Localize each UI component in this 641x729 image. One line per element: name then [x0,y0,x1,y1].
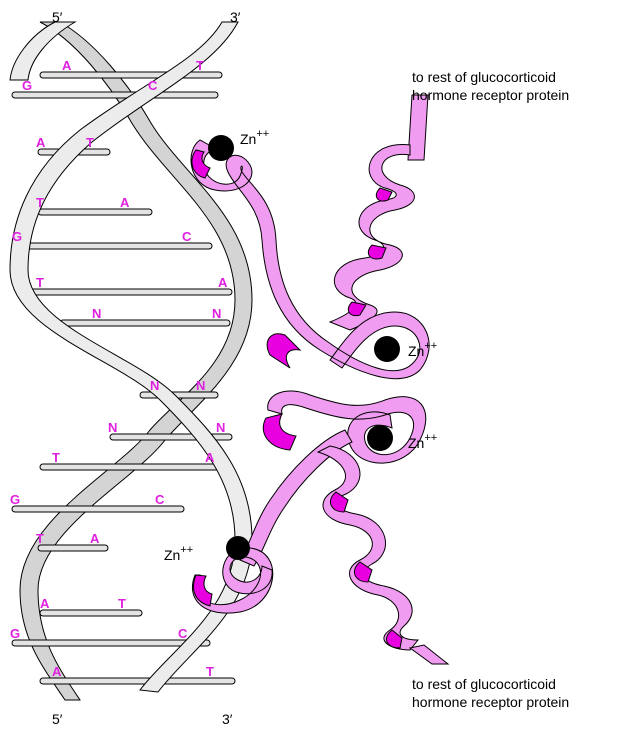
base-letter-right: A [218,275,228,290]
base-letter-left: A [36,135,46,150]
base-letter-left: T [36,195,44,210]
base-letter-left: A [52,664,62,679]
base-letter-right: C [178,626,188,641]
base-pair-rung [40,610,142,616]
zinc-finger-2 [192,391,425,613]
helix-tail-bottom [410,645,448,664]
base-letter-left: G [22,78,32,93]
caption-bottom-line-2: hormone receptor protein [412,694,569,710]
helix-turns-top [330,145,414,330]
strand-end-top-left: 5′ [52,9,63,25]
base-letter-right: C [148,78,158,93]
base-letter-left: N [92,306,101,321]
base-letter-right: C [155,492,165,507]
zinc-atom-4 [226,536,250,560]
zinc-label-3: Zn++ [408,432,437,451]
helix-turns-bottom [318,446,418,650]
base-letter-right: T [86,135,94,150]
caption-bottom-line-1: to rest of glucocorticoid [412,676,556,692]
recognition-helix-top [330,95,428,330]
strand-end-bottom-right: 3′ [222,711,233,727]
zinc-atom-1 [208,135,234,161]
caption-top-line-2: hormone receptor protein [412,87,569,103]
strand-end-top-right: 3′ [230,9,241,25]
base-pair-rung [38,209,152,215]
base-pair-rung [22,289,232,295]
glucocorticoid-receptor-dna-binding-domain [191,95,448,664]
zinc-label-4: Zn++ [164,544,193,563]
base-letter-right: C [182,229,192,244]
base-letter-right: T [196,58,204,73]
base-letter-right: N [196,378,205,393]
dna-back-strand [20,22,252,700]
recognition-helix-bottom [318,446,448,664]
base-letter-left: T [36,275,44,290]
strand-end-bottom-left: 5′ [52,711,63,727]
base-letter-right: N [212,306,221,321]
base-letter-left: N [108,420,117,435]
base-pair-rung [12,92,218,98]
zinc-atom-3 [367,425,393,451]
finger-2-dark-tip [194,575,212,606]
finger-1-dark-band [267,334,300,368]
zinc-label-2: Zn++ [408,340,437,359]
base-letter-left: A [62,58,72,73]
base-letter-right: A [205,450,215,465]
base-letter-left: T [36,531,44,546]
helix-tail-top [408,95,428,160]
base-pair-rung [40,464,232,470]
base-letter-right: N [216,420,225,435]
base-letter-right: A [120,195,130,210]
base-letter-left: G [12,229,22,244]
zinc-atom-2 [374,336,400,362]
base-letter-left: G [10,492,20,507]
base-letter-left: A [40,596,50,611]
finger-2-dark-band [263,414,296,450]
caption-top-line-1: to rest of glucocorticoid [412,69,556,85]
base-letter-left: T [52,450,60,465]
base-letter-right: T [118,596,126,611]
base-letter-left: N [150,378,159,393]
base-letter-left: G [10,626,20,641]
base-letter-right: A [90,531,100,546]
base-pair-rung [60,320,230,326]
base-letter-right: T [206,664,214,679]
zinc-label-1: Zn++ [240,128,269,147]
